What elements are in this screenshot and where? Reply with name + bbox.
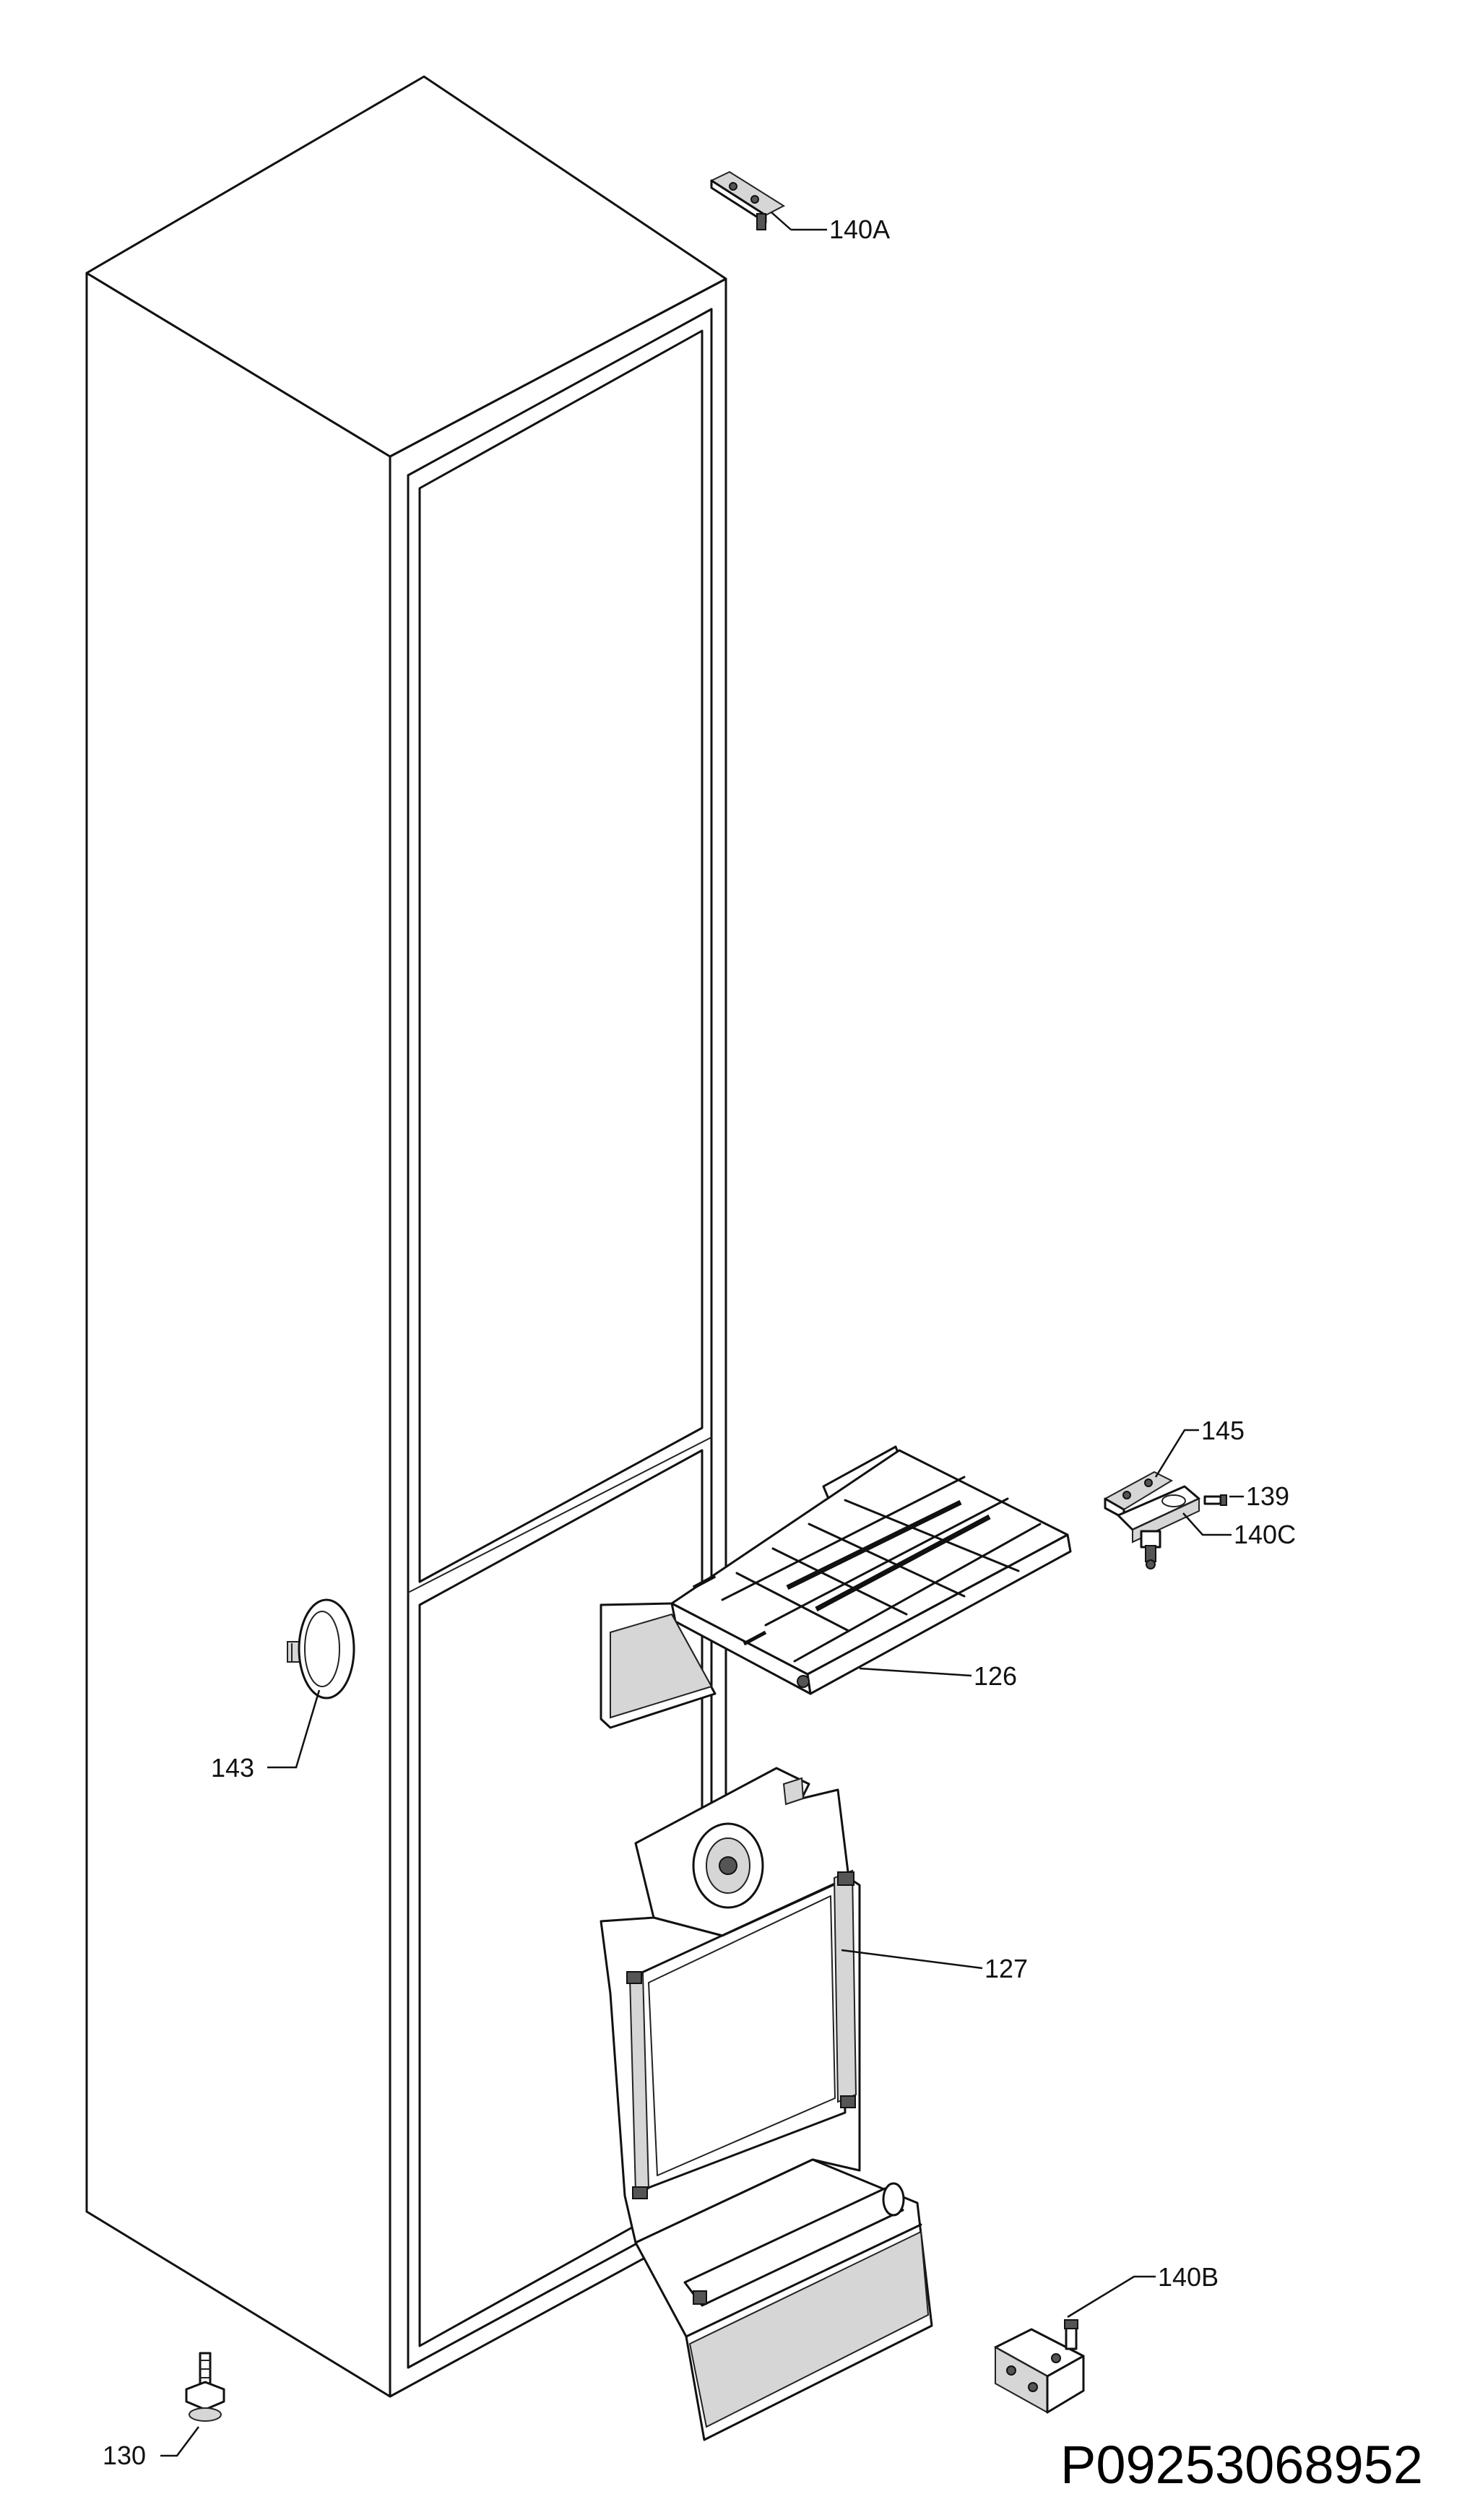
wire-shelf-126-icon xyxy=(600,1445,1072,1729)
callout-145: 145 xyxy=(1201,1416,1245,1445)
callout-140c: 140C xyxy=(1234,1520,1296,1549)
bottom-hinge-140b-icon xyxy=(994,2319,1085,2414)
drawer-cover-127-icon xyxy=(600,1767,933,2441)
door-handle-143-icon xyxy=(287,1598,355,1700)
callout-130: 130 xyxy=(103,2441,146,2470)
callout-140a: 140A xyxy=(829,215,890,244)
callout-127: 127 xyxy=(985,1954,1028,1983)
callout-126: 126 xyxy=(974,1661,1017,1691)
callout-139: 139 xyxy=(1246,1481,1289,1511)
screw-139-icon xyxy=(1203,1494,1227,1506)
document-code: P09253068952 xyxy=(1060,2435,1423,2495)
hinge-plate-145-icon xyxy=(1103,1471,1174,1520)
top-hinge-140a-icon xyxy=(709,170,786,230)
callout-140b: 140B xyxy=(1158,2262,1219,2292)
adjustable-foot-130-icon xyxy=(185,2352,225,2422)
middle-hinge-140c-icon xyxy=(1117,1485,1200,1569)
callout-143: 143 xyxy=(211,1753,254,1783)
